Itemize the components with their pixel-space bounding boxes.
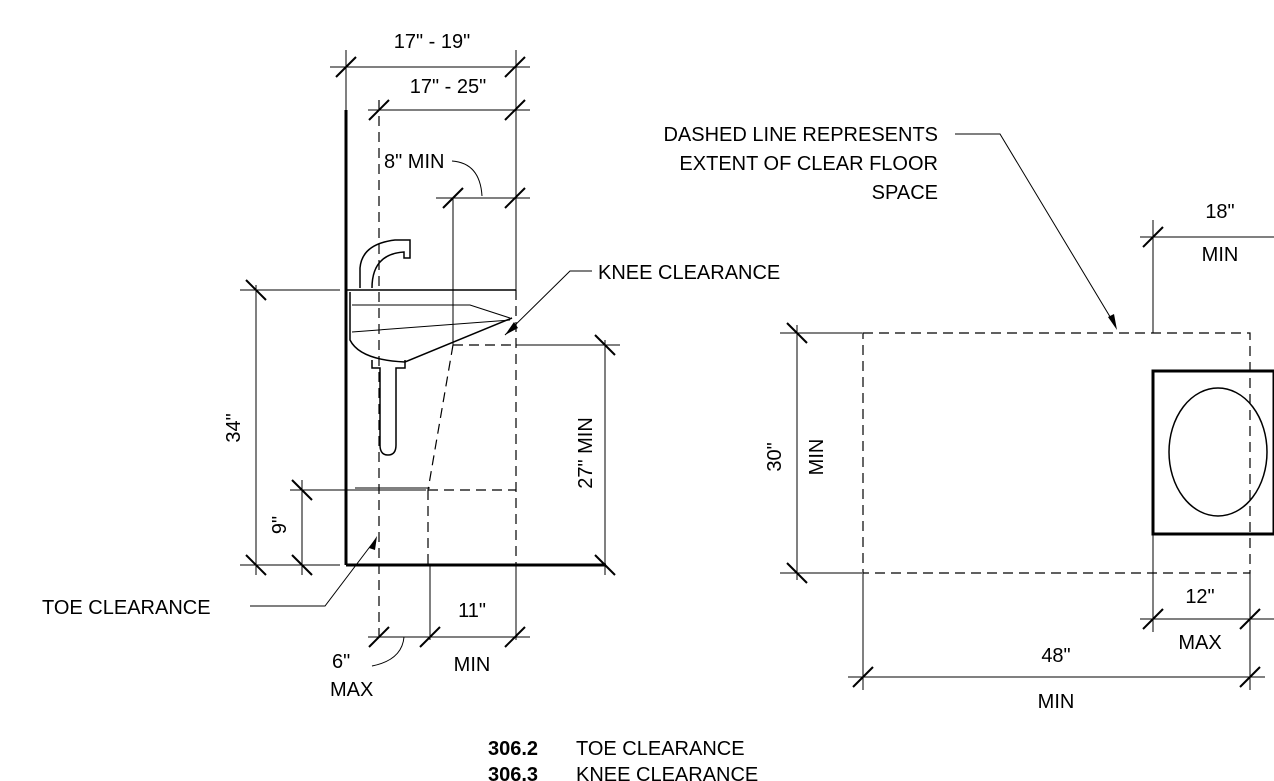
dim-label-27-min: 27" MIN: [575, 417, 597, 489]
figure-captions: 306.2 TOE CLEARANCE 306.3 KNEE CLEARANCE: [488, 738, 758, 781]
dim-label-30-min: MIN: [806, 439, 828, 476]
plan-view: DASHED LINE REPRESENTS EXTENT OF CLEAR F…: [663, 124, 1274, 713]
dim-label-34: 34": [223, 413, 245, 442]
dim-label-12: 12": [1185, 586, 1214, 608]
caption-text-toe: TOE CLEARANCE: [576, 738, 745, 760]
dashed-note-line-2: EXTENT OF CLEAR FLOOR: [679, 153, 938, 175]
dim-label-48-min: MIN: [1038, 691, 1075, 713]
lavatory-sink: [346, 239, 516, 489]
dim-label-6-max: MAX: [330, 679, 373, 701]
dim-label-48: 48": [1041, 645, 1070, 667]
dim-label-30: 30": [764, 442, 786, 471]
dim-label-11-min: MIN: [454, 654, 491, 676]
caption-number-knee: 306.3: [488, 764, 538, 781]
dim-label-9: 9": [269, 516, 291, 534]
lavatory-plan: [1151, 369, 1274, 536]
dim-label-11: 11": [458, 600, 486, 622]
caption-number-toe: 306.2: [488, 738, 538, 760]
dim-label-8-min: 8" MIN: [384, 151, 444, 173]
dim-label-18: 18": [1205, 201, 1234, 223]
knee-clearance-label: KNEE CLEARANCE: [598, 262, 780, 284]
toe-clearance-label: TOE CLEARANCE: [42, 597, 211, 619]
clear-floor-space: [862, 332, 1251, 574]
caption-text-knee: KNEE CLEARANCE: [576, 764, 758, 781]
dim-label-17-19: 17" - 19": [394, 31, 470, 53]
dashed-note-line-1: DASHED LINE REPRESENTS: [663, 124, 938, 146]
dashed-note-line-3: SPACE: [872, 182, 938, 204]
bowl-outline: [1168, 387, 1268, 517]
side-view: 17" - 19" 17" - 25" 8" MIN: [42, 31, 780, 701]
dim-label-12-max: MAX: [1178, 632, 1221, 654]
dim-label-6: 6": [332, 651, 350, 673]
dim-label-17-25: 17" - 25": [410, 76, 486, 98]
dim-label-18-min: MIN: [1202, 244, 1239, 266]
